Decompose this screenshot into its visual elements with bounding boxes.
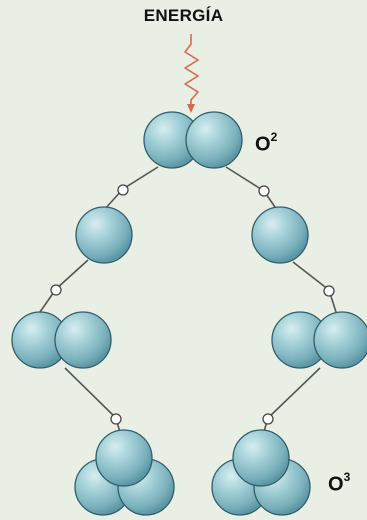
energy-title: ENERGÍA	[143, 6, 224, 25]
single-atom-right	[251, 206, 309, 264]
o2-atom-right	[185, 111, 243, 169]
energy-wave-icon	[184, 34, 199, 113]
o3-subscript: 3	[343, 470, 351, 484]
bond-node	[110, 413, 122, 425]
bond-line	[267, 367, 321, 419]
single-atom-left	[75, 206, 133, 264]
o3-right-atom-top	[232, 429, 290, 487]
bond-line	[225, 166, 265, 192]
pair-right-atom-b	[313, 311, 367, 369]
o3-label: O3	[328, 470, 351, 497]
o2-symbol: O	[255, 133, 271, 156]
bond-line	[292, 261, 330, 291]
bond-node	[323, 285, 335, 297]
bond-node	[50, 284, 62, 296]
bond-line	[55, 259, 89, 290]
bond-node	[117, 184, 129, 196]
bond-node	[262, 413, 274, 425]
o2-subscript: 2	[270, 130, 278, 144]
pair-left-atom-b	[54, 311, 112, 369]
o2-label: O2	[255, 130, 278, 157]
bond-nodes	[50, 184, 335, 425]
bond-line	[122, 166, 159, 190]
bond-node	[258, 185, 270, 197]
o3-left-atom-top	[95, 429, 153, 487]
atoms	[11, 111, 367, 516]
o3-symbol: O	[328, 473, 344, 496]
bond-line	[64, 367, 117, 419]
bond-lines	[39, 166, 337, 441]
